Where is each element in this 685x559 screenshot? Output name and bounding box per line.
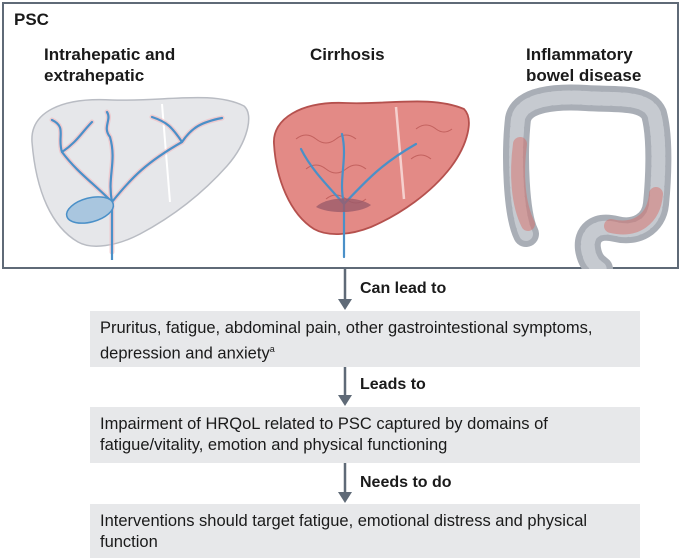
panel-label-ibd: Inflammatory bowel disease (526, 45, 642, 85)
arrow-3 (338, 463, 352, 503)
frame-title: PSC (14, 10, 49, 29)
colon-illustration (503, 84, 672, 269)
arrow-2 (338, 367, 352, 406)
hrqol-impairment-box: Impairment of HRQoL related to PSC captu… (90, 407, 640, 463)
panel-label-intrahepatic: Intrahepatic and extrahepatic (44, 45, 176, 85)
cirrhotic-liver-illustration (273, 100, 470, 259)
healthy-liver-illustration (31, 96, 250, 260)
symptoms-box: Pruritus, fatigue, abdominal pain, other… (90, 311, 640, 367)
arrow-label-leads-to: Leads to (360, 376, 426, 393)
arrow-label-needs-to-do: Needs to do (360, 474, 452, 491)
panel-label-cirrhosis: Cirrhosis (310, 45, 385, 64)
arrow-1 (338, 269, 352, 310)
interventions-box: Interventions should target fatigue, emo… (90, 504, 640, 558)
psc-frame: PSC Intrahepatic and extrahepatic Cirrho… (2, 2, 679, 269)
arrow-label-can-lead-to: Can lead to (360, 280, 447, 297)
